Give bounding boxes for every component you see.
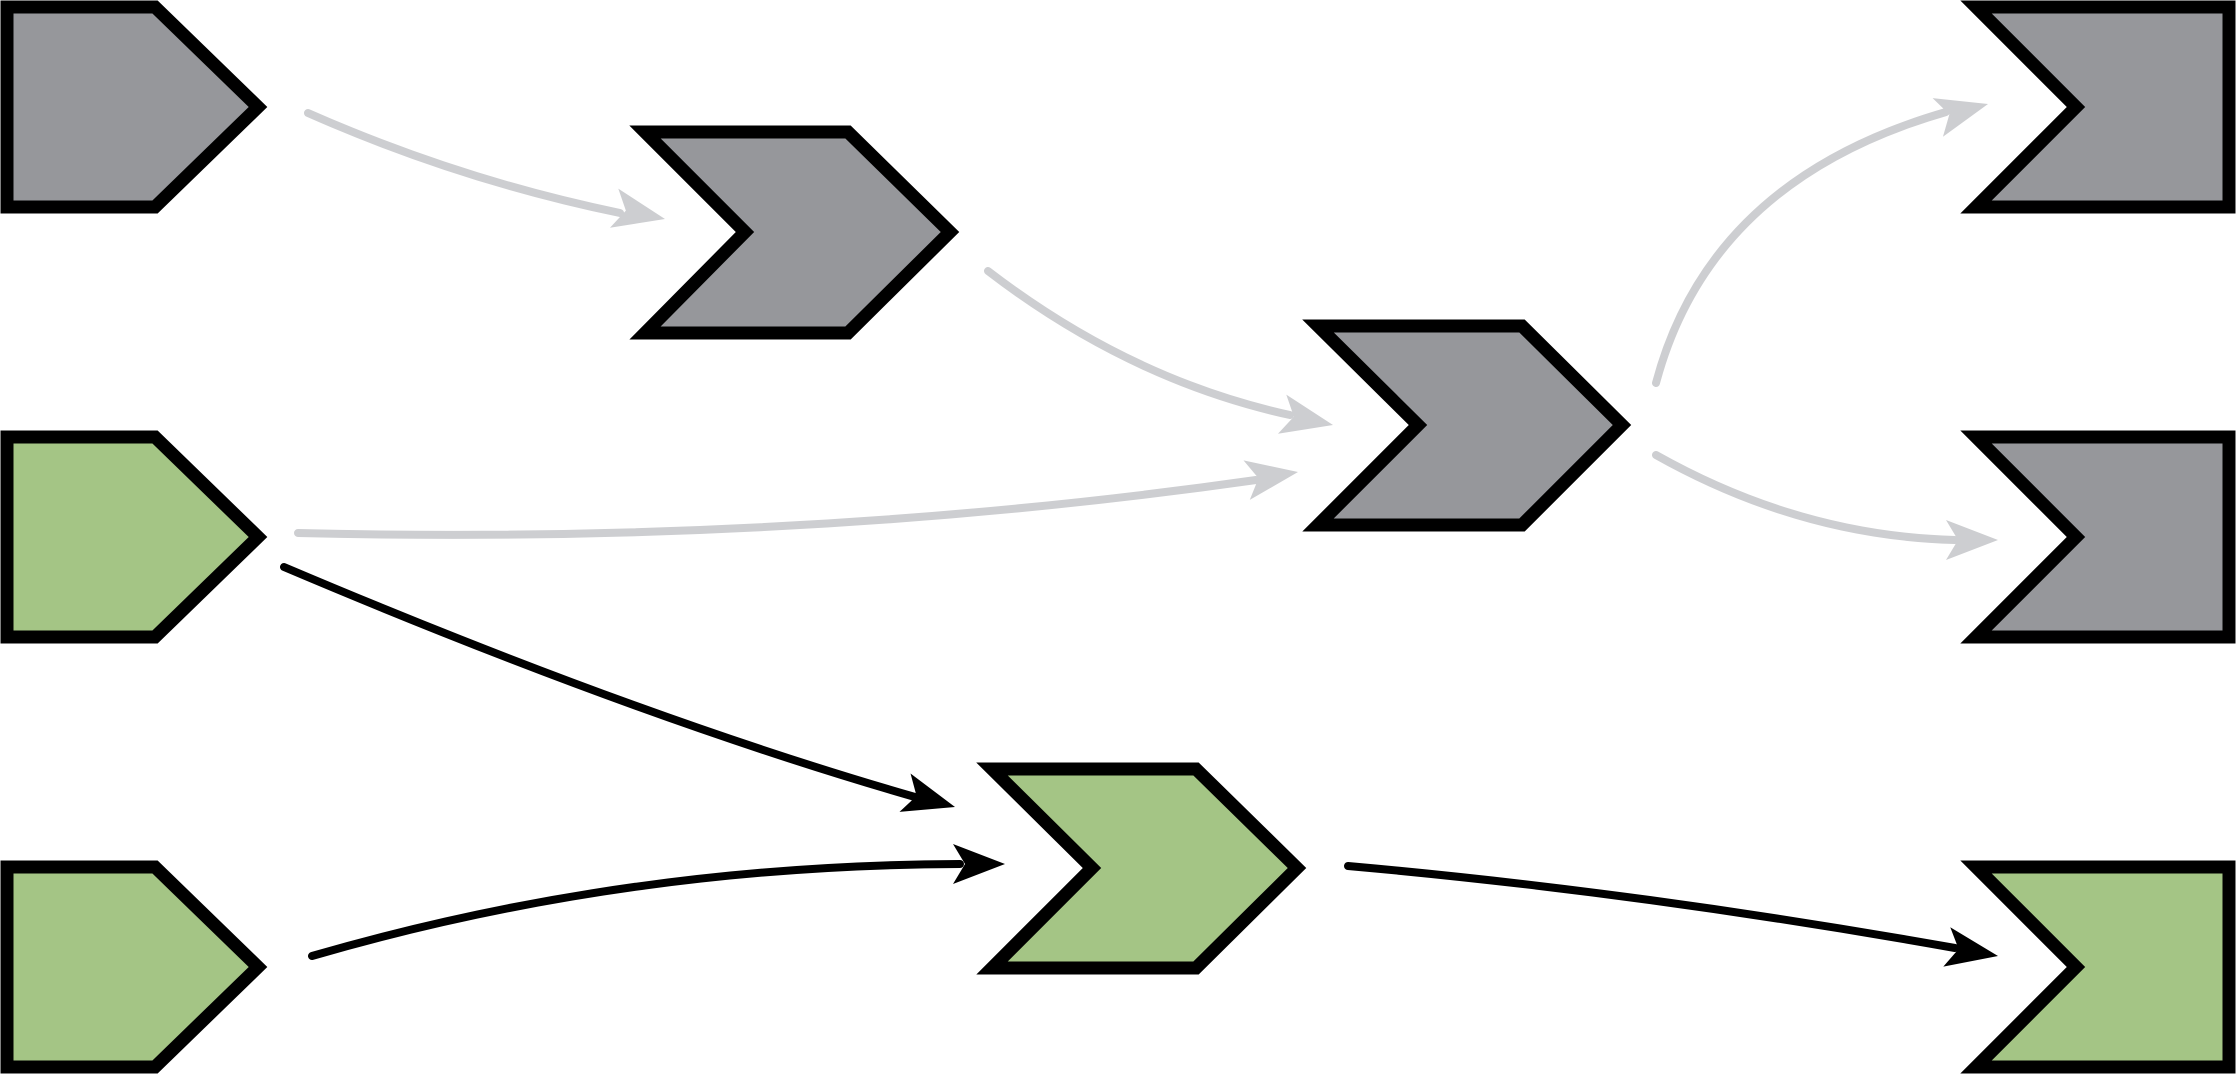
edge-line: [1652, 108, 1950, 387]
edge-relay-lower-to-sink-bottom: [1344, 862, 1998, 967]
arrowhead-icon: [1932, 98, 1988, 137]
arrowhead-icon: [1946, 520, 1998, 560]
edge-relay-central-to-sink-top: [1652, 98, 1988, 387]
arrowhead-icon: [1277, 394, 1333, 434]
edge-line: [1344, 862, 1959, 952]
node-sink-top-sink-notched-shape: [1960, 0, 2236, 214]
edge-relay-central-to-sink-middle: [1652, 451, 1998, 560]
edge-line: [280, 563, 919, 801]
node-source-middle-source-pentagon-shape: [0, 430, 268, 644]
edge-line: [304, 109, 624, 217]
node-sink-middle-sink-notched-shape: [1960, 430, 2236, 644]
edge-line: [294, 476, 1260, 539]
edge-line: [308, 860, 964, 960]
edge-source-middle-to-relay-lower: [280, 563, 955, 812]
edge-source-top-to-relay-upper: [304, 109, 665, 228]
node-source-top-source-pentagon-shape: [0, 0, 268, 214]
edge-line: [984, 267, 1294, 419]
arrowhead-icon: [1943, 927, 1998, 967]
node-relay-lower-relay-chevron-shape: [976, 762, 1307, 975]
arrowhead-icon: [899, 773, 955, 812]
arrowhead-icon: [1243, 460, 1298, 500]
arrowhead-icon: [609, 188, 665, 228]
arrowhead-icon: [953, 844, 1005, 884]
edge-line: [1652, 451, 1959, 544]
node-source-bottom-source-pentagon-shape: [0, 860, 268, 1074]
node-sink-bottom-sink-notched-shape: [1960, 860, 2236, 1074]
node-relay-central-relay-chevron-shape: [1302, 319, 1632, 532]
node-relay-upper-relay-chevron-shape: [629, 125, 960, 340]
edge-relay-upper-to-relay-central: [984, 267, 1333, 434]
edge-source-bottom-to-relay-lower: [308, 844, 1005, 960]
edges-layer: [280, 98, 1998, 967]
edge-source-middle-to-relay-central: [294, 460, 1298, 539]
